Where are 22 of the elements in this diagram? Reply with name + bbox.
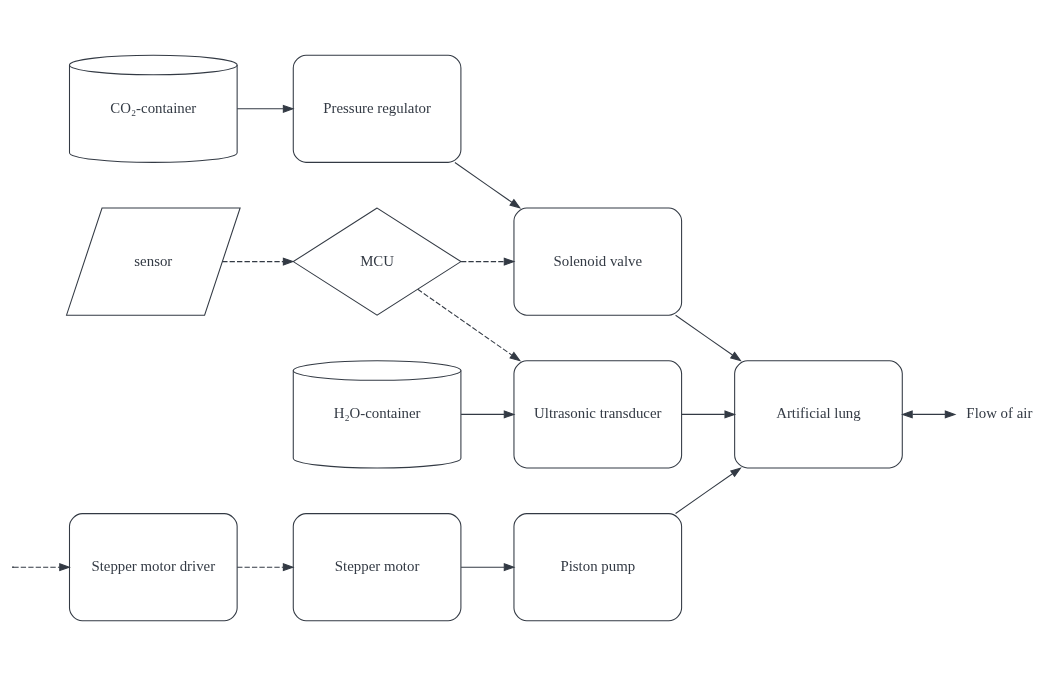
arrow — [681, 409, 737, 418]
arrow — [460, 409, 516, 418]
node-box: Solenoid valve — [513, 207, 683, 316]
node-text: Flow of air — [966, 404, 1033, 421]
node-diamond: MCU — [292, 206, 462, 316]
node-box: Pressure regulator — [292, 54, 462, 163]
node-box: Piston pump — [513, 512, 683, 621]
arrow — [901, 409, 957, 418]
node-box: Ultrasonic transducer — [513, 359, 683, 468]
node-box: Stepper motor driver — [68, 512, 238, 621]
arrow — [675, 466, 742, 514]
arrow — [236, 562, 295, 571]
node-box: Stepper motor — [292, 512, 462, 621]
arrow — [221, 257, 295, 266]
arrow — [460, 257, 516, 266]
arrow — [675, 314, 742, 362]
node-box: Artificial lung — [734, 359, 903, 468]
arrow — [236, 104, 295, 113]
arrow — [417, 288, 522, 362]
arrow — [12, 562, 71, 571]
arrow — [454, 161, 522, 209]
arrow — [460, 562, 516, 571]
